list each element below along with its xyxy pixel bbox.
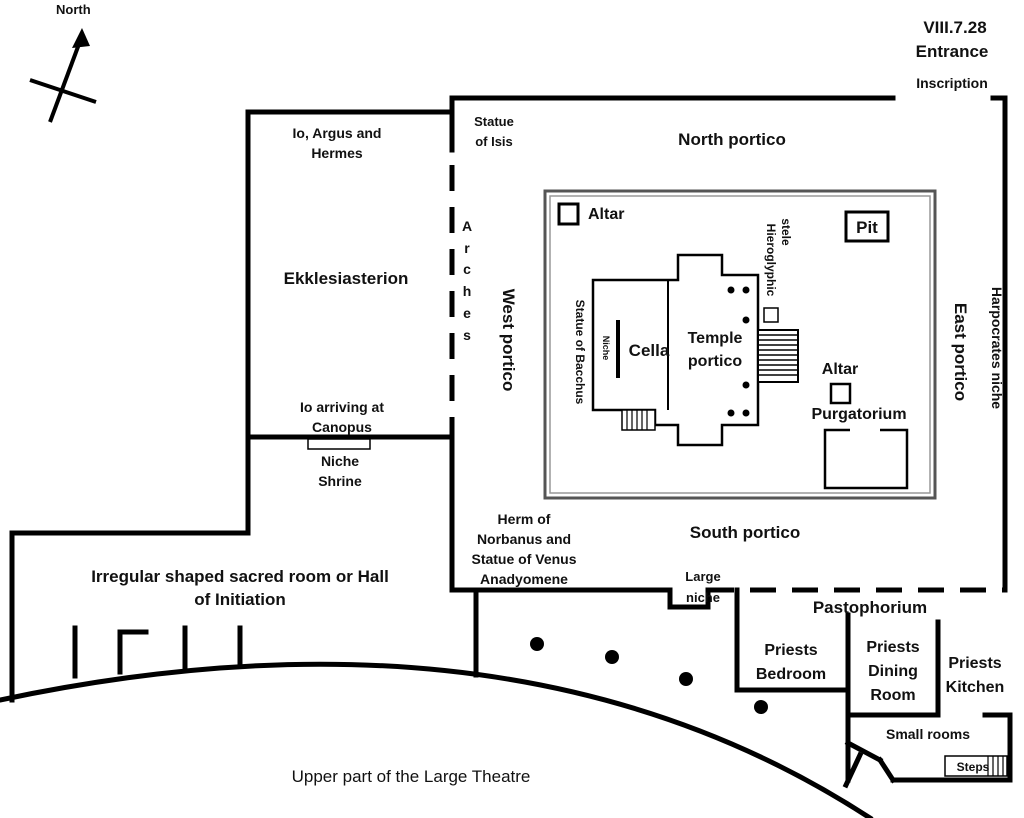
io-arriving-label-1: Io arriving at <box>300 399 384 415</box>
priests-kitchen-label-2: Kitchen <box>946 679 1005 696</box>
herm-label-1: Herm of <box>498 511 551 527</box>
temple-portico-label-2: portico <box>688 353 742 370</box>
north-portico-label: North portico <box>678 130 786 149</box>
hall-label-1: Irregular shaped sacred room or Hall <box>91 567 389 586</box>
pit-box <box>844 210 890 243</box>
priests-bedroom-label-2: Bedroom <box>756 666 826 683</box>
inscription-label: Inscription <box>916 75 988 91</box>
temple-building <box>591 253 760 447</box>
small-steps <box>944 755 1008 777</box>
steps-label: Steps <box>957 760 990 774</box>
niche-shrine-label-2: Shrine <box>318 473 362 489</box>
svg-text:h: h <box>463 283 472 299</box>
niche-shrine-label-1: Niche <box>321 453 359 469</box>
statue-bacchus-label: Statue of Bacchus <box>573 300 587 405</box>
entrance-label: Entrance <box>916 42 989 61</box>
altar-1-label: Altar <box>588 206 624 223</box>
io-argus-label-2: Hermes <box>311 145 363 161</box>
arches-label: A r c h e s <box>462 218 472 343</box>
large-niche-label-2: niche <box>686 590 720 605</box>
theatre-label: Upper part of the Large Theatre <box>292 767 531 786</box>
hieroglyphic-label-1: Hieroglyphic <box>764 224 778 297</box>
altar-1-box <box>557 202 580 226</box>
small-rooms-label: Small rooms <box>886 726 970 742</box>
svg-text:r: r <box>464 240 470 256</box>
stele-box <box>763 307 779 323</box>
priests-dining-label-1: Priests <box>866 639 919 656</box>
svg-text:A: A <box>462 218 472 234</box>
svg-text:c: c <box>463 261 471 277</box>
outer-walls <box>9 95 1013 789</box>
pit-label: Pit <box>856 218 878 237</box>
niche-label: Niche <box>601 336 611 361</box>
herm-label-2: Norbanus and <box>477 531 571 547</box>
large-niche-label-1: Large <box>685 569 720 584</box>
statue-isis-label-2: of Isis <box>475 134 513 149</box>
harpocrates-niche-label: Harpocrates niche <box>989 287 1005 409</box>
priests-dining-label-2: Dining <box>868 663 918 680</box>
io-arriving-label-2: Canopus <box>312 419 372 435</box>
column-dots <box>530 637 768 714</box>
temple-portico-label-1: Temple <box>688 330 743 347</box>
north-arrow-icon <box>29 28 97 123</box>
theatre-curve <box>0 661 874 818</box>
priests-kitchen-label-1: Priests <box>948 655 1001 672</box>
niche-shrine-box <box>307 438 371 450</box>
io-argus-label-1: Io, Argus and <box>293 125 382 141</box>
herm-label-4: Anadyomene <box>480 571 568 587</box>
temple-columns <box>727 286 750 417</box>
south-portico-label: South portico <box>690 523 800 542</box>
site-id: VIII.7.28 <box>923 18 986 37</box>
ekklesiasterion-label: Ekklesiasterion <box>284 269 409 288</box>
east-portico-label: East portico <box>951 303 970 401</box>
herm-label-3: Statue of Venus <box>471 551 576 567</box>
hieroglyphic-label-2: stele <box>779 218 793 246</box>
cella-label: Cella <box>629 341 670 360</box>
svg-text:s: s <box>463 327 471 343</box>
west-portico-label: West portico <box>499 289 518 392</box>
hall-label-2: of Initiation <box>194 590 286 609</box>
svg-text:e: e <box>463 305 471 321</box>
purgatorium-walls <box>823 428 909 490</box>
altar-2-box <box>829 382 852 405</box>
purgatorium-label: Purgatorium <box>811 406 906 423</box>
temple-steps <box>757 329 799 383</box>
priests-bedroom-label-1: Priests <box>764 642 817 659</box>
priests-dining-label-3: Room <box>870 687 915 704</box>
compass-label: North <box>56 2 91 17</box>
statue-isis-label-1: Statue <box>474 114 514 129</box>
pastophorium-label: Pastophorium <box>813 598 927 617</box>
altar-2-label: Altar <box>822 361 858 378</box>
